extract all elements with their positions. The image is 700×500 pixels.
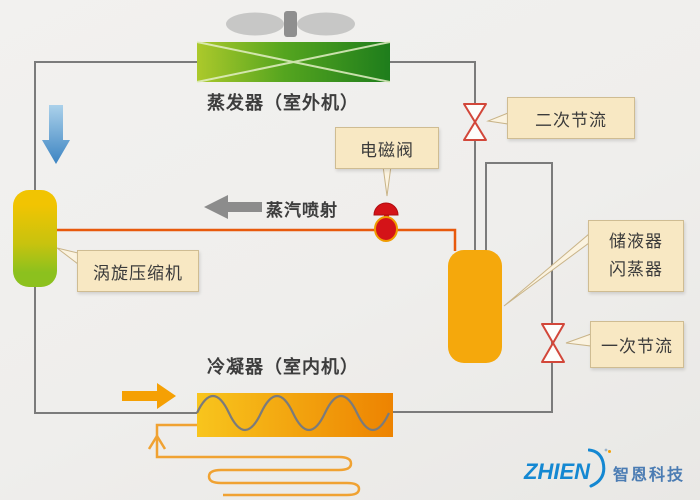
brand-logo: ZHIEN 智恩科技: [524, 448, 700, 492]
coil-path: [155, 423, 361, 497]
suction-down-arrow-icon: [42, 105, 70, 164]
condenser-label: 冷凝器（室内机）: [207, 357, 359, 377]
water-coil: [147, 423, 361, 497]
injection-line: [55, 228, 457, 251]
evaporator-block: [196, 41, 391, 83]
logo-company-text: 智恩科技: [613, 467, 686, 484]
solenoid-callout-tail: [382, 165, 392, 197]
vapor-injection-label: 蒸汽喷射: [266, 201, 338, 220]
primary-throttle-label: 一次节流: [601, 337, 673, 356]
logo-brand-text: ZHIEN: [524, 459, 590, 484]
flow-right-arrow-icon: [122, 383, 176, 409]
primary-throttle-label-box: 一次节流: [590, 321, 684, 368]
secondary-throttle-callout-tail: [486, 112, 509, 125]
receiver-callout-tail: [503, 232, 590, 307]
secondary-throttle-valve-icon: [463, 103, 487, 141]
receiver-tank-block: [448, 250, 502, 363]
compressor-block: [13, 190, 57, 287]
secondary-throttle-label-box: 二次节流: [507, 97, 635, 139]
primary-throttle-callout-tail: [565, 333, 592, 347]
condenser-wave-icon: [196, 394, 390, 432]
secondary-throttle-label: 二次节流: [535, 110, 607, 130]
solenoid-valve-label: 电磁阀: [360, 140, 414, 160]
compressor-callout-tail: [56, 247, 79, 266]
injection-left-arrow-icon: [204, 195, 262, 219]
compressor-label: 涡旋压缩机: [93, 263, 183, 283]
coil-up-arrow-icon: [147, 433, 167, 450]
condenser-block: [196, 393, 393, 437]
evaporator-label: 蒸发器（室外机）: [207, 93, 359, 113]
solenoid-valve-label-box: 电磁阀: [335, 127, 439, 169]
fan-icon: [226, 11, 355, 37]
pipe-right-top: [390, 61, 476, 251]
receiver-label: 储液器: [609, 231, 663, 251]
pipe-right-branch: [392, 162, 553, 413]
receiver-label-box: 储液器 闪蒸器: [588, 220, 684, 292]
primary-throttle-valve-icon: [541, 323, 565, 363]
logo-swoosh-icon: [588, 448, 608, 488]
flash-tank-label: 闪蒸器: [609, 260, 663, 279]
solenoid-valve-icon: [373, 202, 399, 242]
logo-spark-icon: [608, 450, 611, 453]
compressor-label-box: 涡旋压缩机: [77, 250, 199, 292]
